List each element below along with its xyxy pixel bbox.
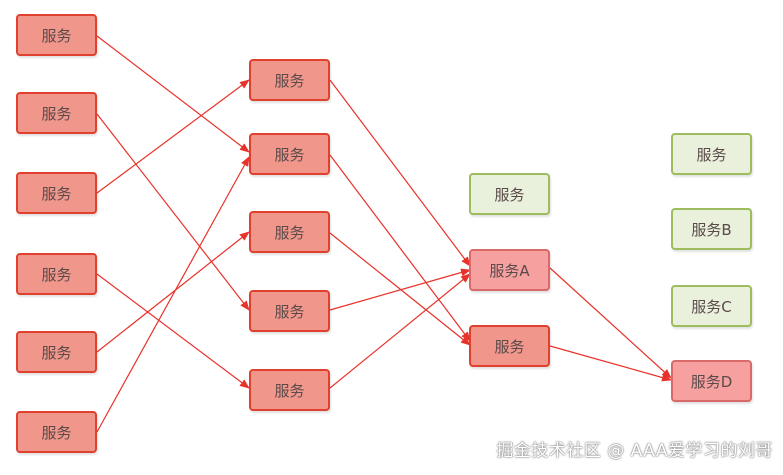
arrow-mid4-to-serviceA — [329, 268, 471, 311]
arrow-mid2-to-service — [329, 154, 471, 342]
service-node-mid-4: 服务 — [249, 290, 330, 332]
service-node-idle: 服务 — [469, 173, 550, 215]
service-c-node: 服务C — [671, 285, 752, 327]
arrow-mid5-to-serviceA — [329, 273, 471, 389]
service-node-left-5: 服务 — [16, 331, 97, 373]
service-node-left-4: 服务 — [16, 253, 97, 295]
service-node-far: 服务 — [671, 133, 752, 175]
service-node-third: 服务 — [469, 325, 550, 367]
arrow-left4-to-mid5 — [96, 273, 250, 389]
service-node-left-2: 服务 — [16, 92, 97, 134]
service-a-node: 服务A — [469, 249, 550, 291]
service-node-mid-5: 服务 — [249, 369, 330, 411]
arrow-mid1-to-serviceA — [329, 79, 471, 267]
arrow-left6-to-mid2 — [96, 156, 250, 433]
arrow-left1-to-mid2 — [96, 35, 250, 153]
service-d-node: 服务D — [671, 360, 752, 402]
service-node-left-3: 服务 — [16, 172, 97, 214]
service-node-left-6: 服务 — [16, 411, 97, 453]
service-node-mid-1: 服务 — [249, 59, 330, 101]
arrow-serviceA-to-serviceD — [549, 267, 672, 379]
arrow-left3-to-mid1 — [96, 79, 250, 194]
service-b-node: 服务B — [671, 208, 752, 250]
service-node-mid-2: 服务 — [249, 133, 330, 175]
service-node-mid-3: 服务 — [249, 211, 330, 253]
arrow-left5-to-mid3 — [96, 231, 250, 353]
watermark-text: 掘金技术社区 @ AAA爱学习的刘哥 — [496, 441, 773, 461]
service-node-left-1: 服务 — [16, 14, 97, 56]
arrow-mid3-to-service — [329, 232, 471, 346]
arrow-left2-to-mid4 — [96, 113, 250, 311]
arrow-service-to-serviceD — [549, 345, 672, 382]
